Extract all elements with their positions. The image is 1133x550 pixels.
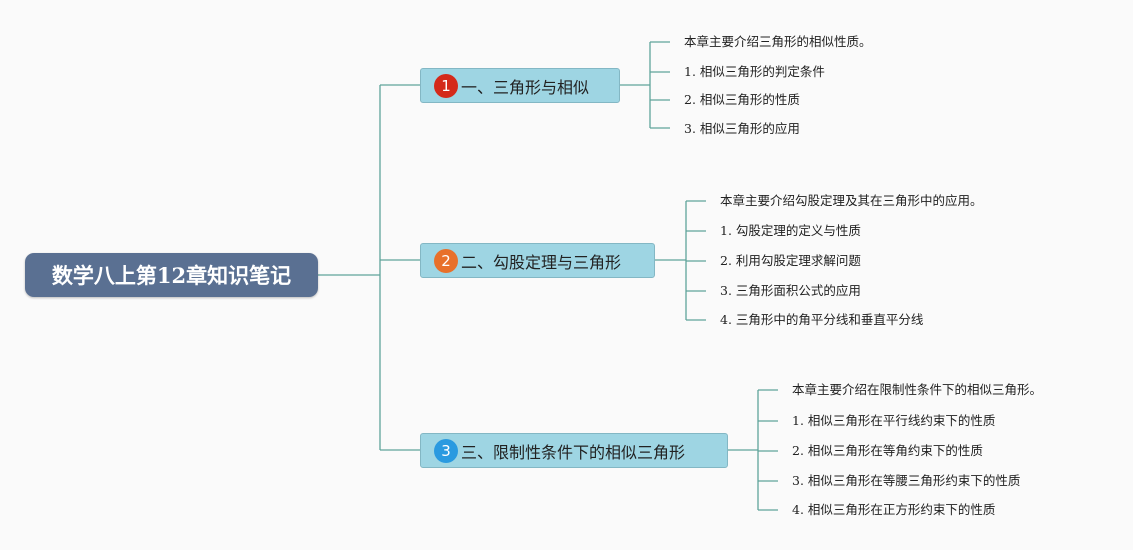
leaf-1-3[interactable]: 2. 相似三角形的性质 [684,92,800,107]
leaf-3-3[interactable]: 2. 相似三角形在等角约束下的性质 [792,443,983,458]
branch-title-2: 二、勾股定理与三角形 [461,252,622,272]
leaf-2-5[interactable]: 4. 三角形中的角平分线和垂直平分线 [720,312,924,327]
leaf-3-5[interactable]: 4. 相似三角形在正方形约束下的性质 [792,502,996,517]
root-node[interactable]: 数学八上第12章知识笔记 [25,253,318,297]
leaf-1-2[interactable]: 1. 相似三角形的判定条件 [684,64,825,79]
number-badge-3: 3 [434,438,458,463]
leaf-1-1[interactable]: 本章主要介绍三角形的相似性质。 [684,34,872,49]
branch-title-3: 三、限制性条件下的相似三角形 [461,442,686,462]
leaf-2-4[interactable]: 3. 三角形面积公式的应用 [720,283,861,298]
leaf-2-1[interactable]: 本章主要介绍勾股定理及其在三角形中的应用。 [720,193,983,208]
branch-node-2[interactable]: 2 二、勾股定理与三角形 [420,243,655,278]
leaf-2-2[interactable]: 1. 勾股定理的定义与性质 [720,223,861,238]
number-badge-2: 2 [434,248,458,273]
root-title: 数学八上第12章知识笔记 [51,263,292,288]
leaf-1-4[interactable]: 3. 相似三角形的应用 [684,121,800,136]
leaf-3-1[interactable]: 本章主要介绍在限制性条件下的相似三角形。 [792,382,1043,397]
number-badge-1: 1 [434,73,458,98]
branch-node-3[interactable]: 3 三、限制性条件下的相似三角形 [420,433,728,468]
branch-title-1: 一、三角形与相似 [461,77,590,97]
leaf-2-3[interactable]: 2. 利用勾股定理求解问题 [720,253,861,268]
branch-node-1[interactable]: 1 一、三角形与相似 [420,68,620,103]
leaf-3-4[interactable]: 3. 相似三角形在等腰三角形约束下的性质 [792,473,1021,488]
leaf-3-2[interactable]: 1. 相似三角形在平行线约束下的性质 [792,413,996,428]
